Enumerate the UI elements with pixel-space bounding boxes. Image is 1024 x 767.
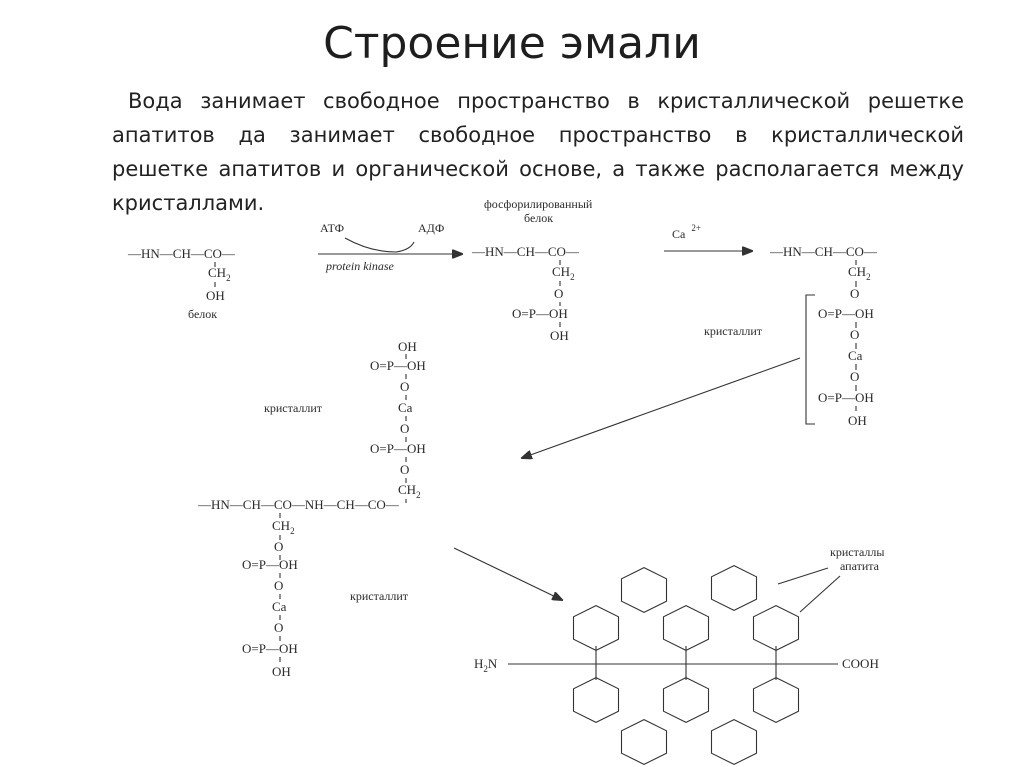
oh-text: OH — [550, 328, 569, 343]
apatite-crystal-hexagon — [662, 676, 710, 724]
phospho-protein-label-line2: белок — [524, 211, 553, 225]
apatite-crystals-label-line1: кристаллы — [830, 545, 884, 559]
o-text: O — [274, 539, 283, 554]
ca-text: Ca — [398, 400, 413, 415]
slide-paragraph: Вода занимает свободное пространство в к… — [112, 89, 964, 215]
phosphate-text: O=P—OH — [512, 306, 568, 321]
crystallite-structure-right: —HN—CH—CO— CH2 O O=P—OH O Ca O O=P—OH OH… — [704, 244, 878, 428]
backbone-text: —HN—CH—CO— — [127, 246, 236, 261]
o-text: O — [400, 421, 409, 436]
o-text: O — [850, 327, 859, 342]
apatite-crystal-hexagon — [752, 676, 800, 724]
oh-text: OH — [272, 664, 291, 679]
protein-structure: —HN—CH—CO— CH2 OH белок — [127, 246, 236, 321]
backbone-text: —HN—CH—CO—NH—CH—CO— — [197, 497, 400, 512]
ca-text: Ca — [848, 348, 863, 363]
ca-text: Ca — [272, 599, 287, 614]
apatite-crystal-hexagon — [710, 718, 758, 766]
phosphate-text: O=P—OH — [818, 306, 874, 321]
oh-text: OH — [398, 339, 417, 354]
phosphate-text: O=P—OH — [818, 390, 874, 405]
crystallite-bracket — [805, 294, 815, 425]
apatite-crystal-hexagon — [620, 566, 668, 614]
kinase-reaction-arrow: АТФ АДФ protein kinase — [318, 221, 462, 273]
protein-label: белок — [188, 307, 217, 321]
crystallite-label: кристаллит — [704, 324, 763, 338]
apatite-crystal-hexagon — [662, 604, 710, 652]
apatite-crystals-label-line2: апатита — [840, 559, 880, 573]
o-text: O — [400, 462, 409, 477]
arrow-to-complex — [522, 357, 801, 458]
phosphate-text: O=P—OH — [242, 641, 298, 656]
o-text: O — [274, 620, 283, 635]
slide-title: Строение эмали — [323, 18, 701, 69]
enzyme-label: protein kinase — [325, 259, 395, 273]
o-text: O — [850, 286, 859, 301]
carboxyl-terminal: COOH — [842, 656, 879, 671]
phosphate-text: O=P—OH — [242, 557, 298, 572]
phosphate-text: O=P—OH — [370, 441, 426, 456]
amine-terminal: H2N — [474, 656, 498, 674]
bridged-crystallite-complex: OH O=P—OH O Ca O O=P—OH O CH2 кристаллит… — [197, 339, 426, 679]
o-text: O — [400, 379, 409, 394]
apatite-crystal-hexagon — [572, 676, 620, 724]
atp-label: АТФ — [320, 221, 344, 235]
phosphate-text: O=P—OH — [370, 358, 426, 373]
ch2-text: CH2 — [208, 265, 231, 283]
ch2-text: CH2 — [398, 482, 421, 500]
crystallite-label: кристаллит — [264, 401, 323, 415]
oh-text: OH — [848, 413, 867, 428]
apatite-crystal-hexagon — [752, 604, 800, 652]
o-text: O — [850, 369, 859, 384]
arrow-to-apatite — [453, 547, 562, 600]
apatite-crystal-hexagon — [710, 564, 758, 612]
o-text: O — [554, 286, 563, 301]
ch2-text: CH2 — [848, 264, 871, 282]
apatite-crystals-diagram: кристаллы апатита H2N COOH — [474, 545, 884, 766]
apatite-crystal-hexagon — [572, 604, 620, 652]
backbone-text: —HN—CH—CO— — [769, 244, 878, 259]
phospho-protein-label-line1: фосфорилированный — [484, 197, 593, 211]
ch2-text: CH2 — [272, 518, 295, 536]
apatite-crystal-hexagon — [620, 718, 668, 766]
phosphorylated-protein-structure: фосфорилированный белок —HN—CH—CO— CH2 O… — [471, 197, 593, 343]
adp-label: АДФ — [418, 221, 444, 235]
ch2-text: CH2 — [552, 264, 575, 282]
crystallite-label: кристаллит — [350, 589, 409, 603]
o-text: O — [274, 578, 283, 593]
oh-text: OH — [206, 288, 225, 303]
backbone-text: —HN—CH—CO— — [471, 244, 580, 259]
